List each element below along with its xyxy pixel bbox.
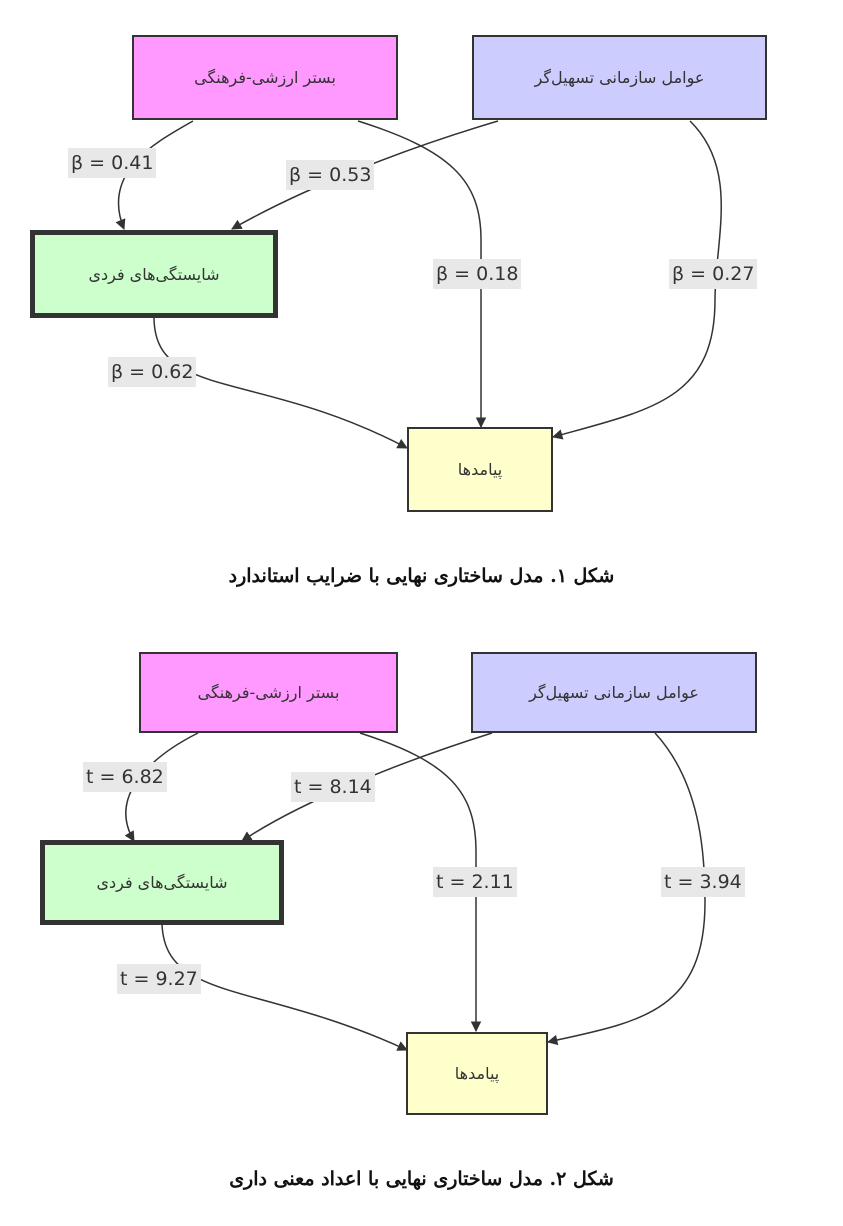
figure-2-caption: شکل ۲. مدل ساختاری نهایی با اعداد معنی د… — [229, 1168, 614, 1190]
edge-cultural-to-outcomes — [357, 120, 487, 429]
edge-label-competency-to-outcomes: t = 9.27 — [117, 964, 201, 994]
structural-model-standardized-diagram: بستر ارزشی-فرهنگی عوامل سازمانی تسهیل‌گر… — [0, 0, 843, 530]
edge-org-to-outcomes — [551, 120, 722, 440]
edge-label-cultural-to-competency: t = 6.82 — [83, 762, 167, 792]
edge-competency-to-outcomes — [153, 317, 408, 449]
node-facilitating-org-factors: عوامل سازمانی تسهیل‌گر — [472, 35, 767, 120]
edge-label-competency-to-outcomes: β = 0.62 — [108, 357, 197, 387]
node-cultural-context: بستر ارزشی-فرهنگی — [132, 35, 398, 120]
edge-label-org-to-competency: t = 8.14 — [291, 772, 375, 802]
figure-1-caption: شکل ۱. مدل ساختاری نهایی با ضرایب استاند… — [228, 565, 615, 587]
edge-label-cultural-to-outcomes: β = 0.18 — [433, 259, 522, 289]
node-individual-competencies: شایستگی‌های فردی — [30, 230, 278, 318]
node-outcomes: پیامدها — [406, 1032, 548, 1115]
structural-model-significance-diagram: بستر ارزشی-فرهنگی عوامل سازمانی تسهیل‌گر… — [0, 612, 843, 1132]
edge-competency-to-outcomes — [161, 923, 408, 1051]
edge-cultural-to-outcomes — [359, 732, 482, 1033]
node-outcomes: پیامدها — [407, 427, 553, 512]
node-individual-competencies: شایستگی‌های فردی — [40, 840, 284, 925]
edge-label-org-to-outcomes: β = 0.27 — [669, 259, 758, 289]
edge-label-org-to-outcomes: t = 3.94 — [661, 867, 745, 897]
edge-label-cultural-to-outcomes: t = 2.11 — [433, 867, 517, 897]
diagram-edges — [115, 120, 722, 449]
edge-label-cultural-to-competency: β = 0.41 — [68, 148, 157, 178]
node-cultural-context: بستر ارزشی-فرهنگی — [139, 652, 398, 733]
edge-org-to-outcomes — [546, 732, 706, 1046]
node-facilitating-org-factors: عوامل سازمانی تسهیل‌گر — [471, 652, 757, 733]
edge-label-org-to-competency: β = 0.53 — [286, 160, 375, 190]
